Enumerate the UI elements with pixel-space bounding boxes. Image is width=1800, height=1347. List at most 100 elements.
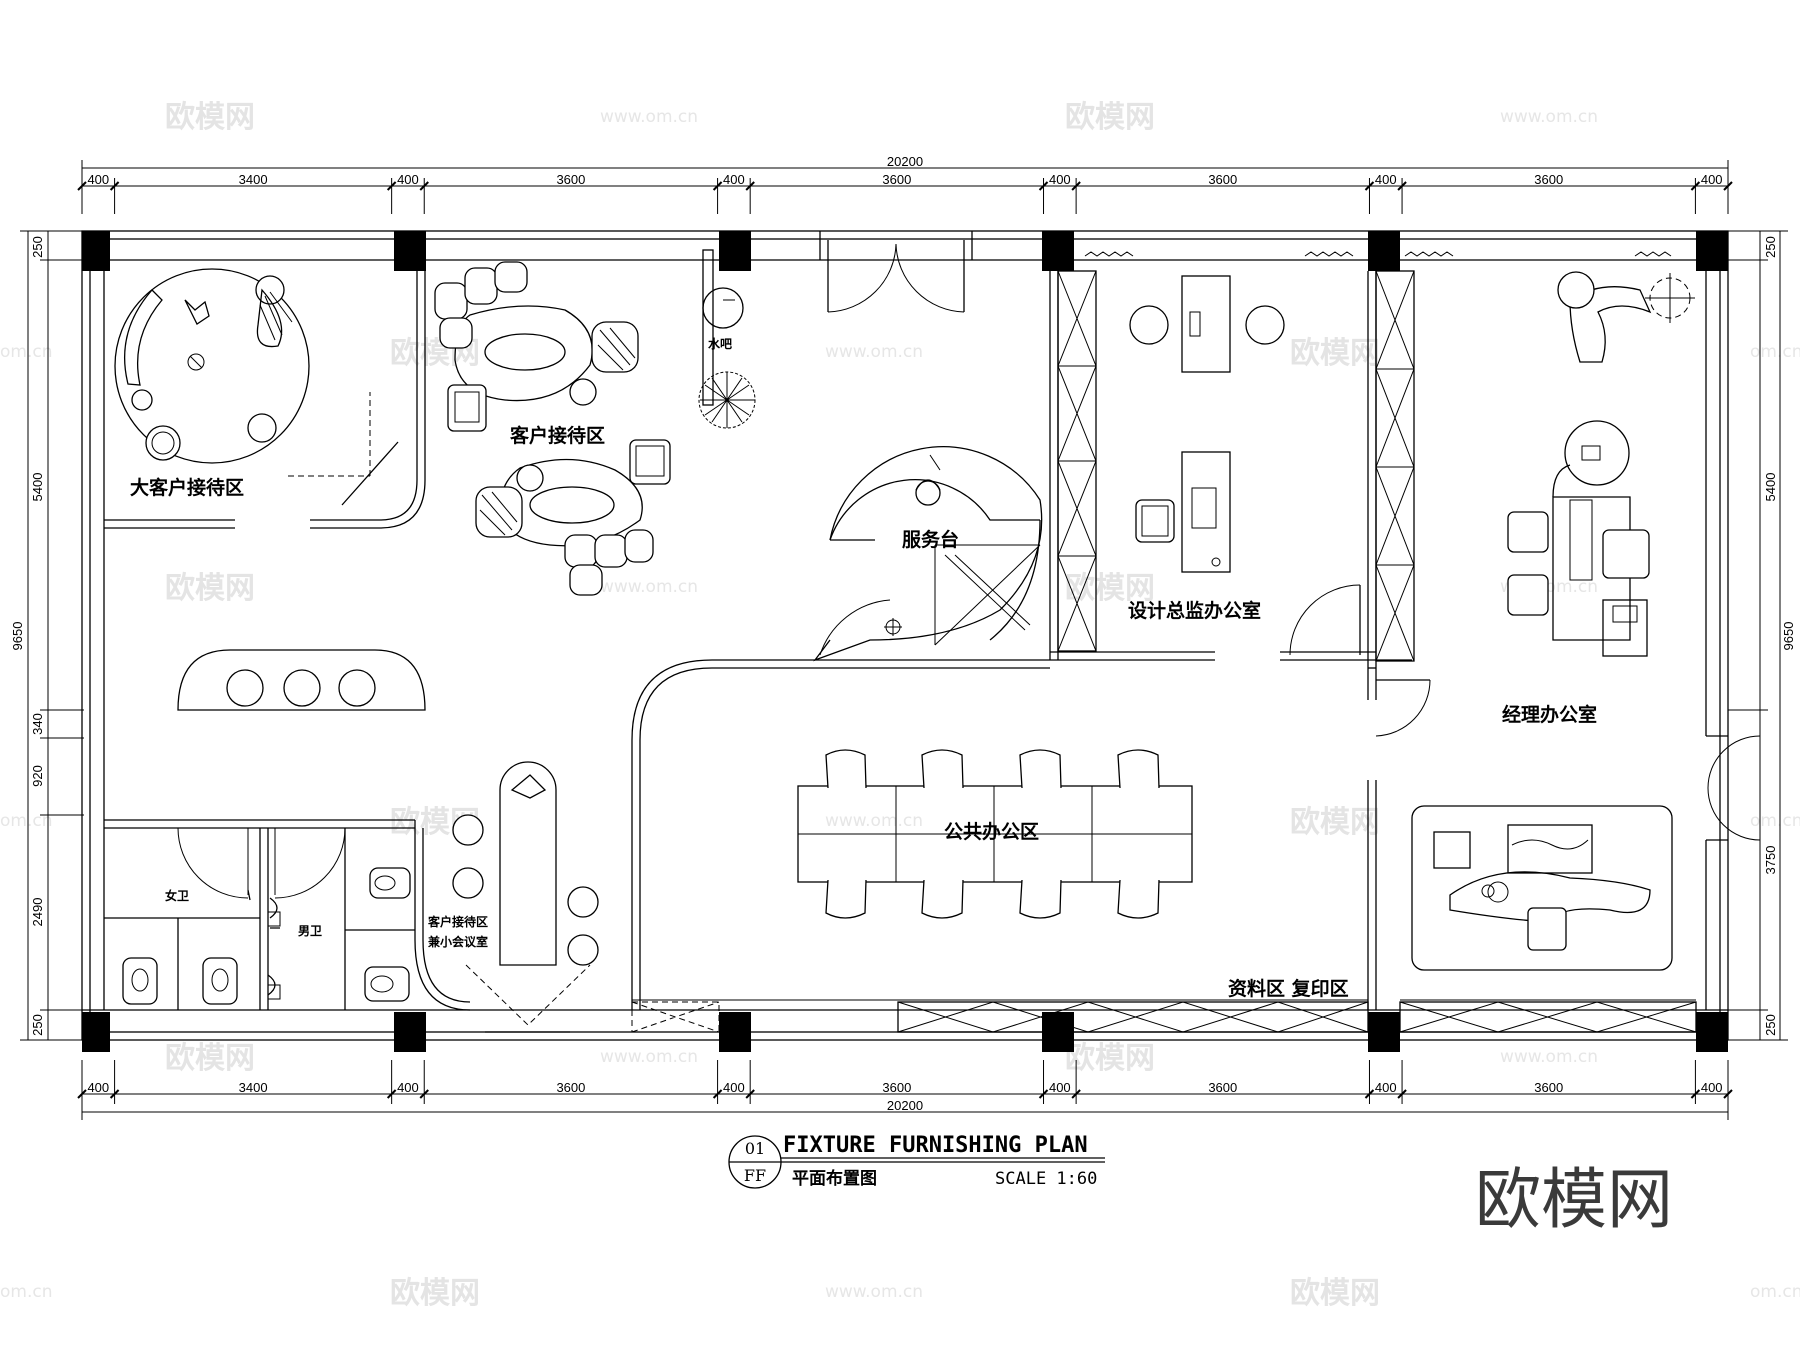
column [394,1012,426,1052]
chair-icon [1135,499,1175,543]
dimension-tick-mark [109,1089,120,1099]
dimension-tick-mark [1397,181,1407,191]
dimension-tick-mark [1038,181,1049,191]
drawing-title: FIXTURE FURNISHING PLAN [783,1133,1088,1158]
dimension-right-seg: 5400 [1763,473,1778,502]
column [82,231,110,271]
left-dimension-chain: 9650 250 5400 340 920 2490 250 [10,230,84,1041]
dimension-segment-label: 400 [723,172,745,187]
open-office-furniture [797,749,1193,919]
title-block: 01 FF FIXTURE FURNISHING PLAN 平面布置图 SCAL… [728,1133,1105,1189]
column [1368,231,1400,271]
watermark-brand: 欧模网 [1065,1041,1155,1076]
room-label-service-desk: 服务台 [902,528,959,551]
room-labels: 大客户接待区 客户接待区 水吧 服务台 设计总监办公室 经理办公室 公共办公区 … [130,336,1597,1000]
dimension-tick-mark [1364,1089,1375,1099]
watermark-url: www.om.cn [825,342,923,362]
watermark-url: www.om.cn [1500,1047,1598,1067]
dimension-tick-mark [1071,1089,1081,1099]
storage-cabinets [631,251,1697,1033]
watermark-brand: 欧模网 [1290,336,1380,371]
watermark-brand: 欧模网 [1290,805,1380,840]
dimension-segment-label: 3400 [239,172,268,187]
watermark-url: om.cn [0,1282,53,1302]
watermark-url: www.om.cn [600,1047,698,1067]
room-label-vip-reception: 大客户接待区 [130,476,244,499]
dimension-segment-label: 400 [723,1080,745,1095]
dimension-tick-mark [1364,181,1375,191]
outer-walls [81,230,1729,1041]
dimension-left-seg: 340 [30,713,45,735]
dimension-segment-label: 3600 [1208,1080,1237,1095]
dimension-tick-mark [1038,1089,1049,1099]
watermark-brand: 欧模网 [165,100,255,135]
dimension-tick-mark [1723,181,1733,191]
watermark-url: www.om.cn [825,811,923,831]
watermark-url: om.cn [0,811,53,831]
plant-icon [698,371,756,429]
room-label-meeting-line1: 客户接待区 [427,914,488,929]
dimension-segment-label: 400 [1049,1080,1071,1095]
dimension-tick-mark [386,181,397,191]
column [82,1012,110,1052]
dimension-left-seg: 250 [30,1014,45,1036]
dimension-tick-mark [419,1089,429,1099]
dimension-tick-mark [745,181,755,191]
column [1368,1012,1400,1052]
drawing-code: FF [744,1166,766,1185]
chair-icon [915,479,941,506]
watermark-brand: 欧模网 [1065,571,1155,606]
watermark-url: om.cn [1750,811,1800,831]
dimension-right-total: 9650 [1781,622,1796,651]
dimension-total-top: 20200 [887,154,923,169]
toilet-icon [122,867,411,1005]
watermark-brand: 欧模网 [1290,1276,1380,1311]
column [1696,1012,1728,1052]
chair-icon [1507,511,1650,616]
dimension-segment-label: 3600 [882,172,911,187]
chair-icon [1569,286,1652,363]
bottom-dimension-ticks [77,1060,1733,1104]
dimension-left-seg: 920 [30,765,45,787]
vip-reception-furniture [114,268,399,506]
dimension-left-seg: 5400 [30,473,45,502]
dimension-segment-label: 400 [1701,1080,1723,1095]
watermark-url: www.om.cn [825,1282,923,1302]
dimension-segment-label: 3600 [1208,172,1237,187]
room-label-meeting-line2: 兼小会议室 [427,934,488,949]
dimension-segment-label: 400 [87,172,109,187]
dimension-tick-mark [1397,1089,1407,1099]
dimension-right-seg: 250 [1763,1014,1778,1036]
crosshair-icon [884,618,902,636]
dimension-segment-label: 400 [1049,172,1071,187]
dimension-tick-mark [109,181,120,191]
dimension-right-seg: 3750 [1763,846,1778,875]
dimension-total-bottom: 20200 [887,1098,923,1113]
dimension-tick-mark [745,1089,755,1099]
dimension-tick-mark [386,1089,397,1099]
room-label-client-reception: 客户接待区 [510,424,605,447]
column [719,1012,751,1052]
top-dimension-ticks [77,178,1733,214]
dimension-tick-mark [712,1089,723,1099]
drawing-number: 01 [745,1139,765,1158]
dimension-segment-label: 400 [87,1080,109,1095]
dimension-left-seg: 2490 [30,898,45,927]
washroom-fixtures [122,867,411,1005]
interior-walls [104,231,1761,1011]
room-label-water-bar: 水吧 [708,336,732,351]
watermark-brand: 欧模网 [165,1041,255,1076]
manager-office-furniture [1411,271,1695,971]
room-label-male-wc: 男卫 [298,924,322,938]
column [1696,231,1728,271]
dimension-segment-label: 400 [1375,172,1397,187]
water-bar-fixtures [698,287,756,429]
sink-icon [226,669,376,707]
watermark-brand: 欧模网 [165,571,255,606]
crosshair-icon [1645,273,1695,323]
sofa-icon [434,261,528,349]
